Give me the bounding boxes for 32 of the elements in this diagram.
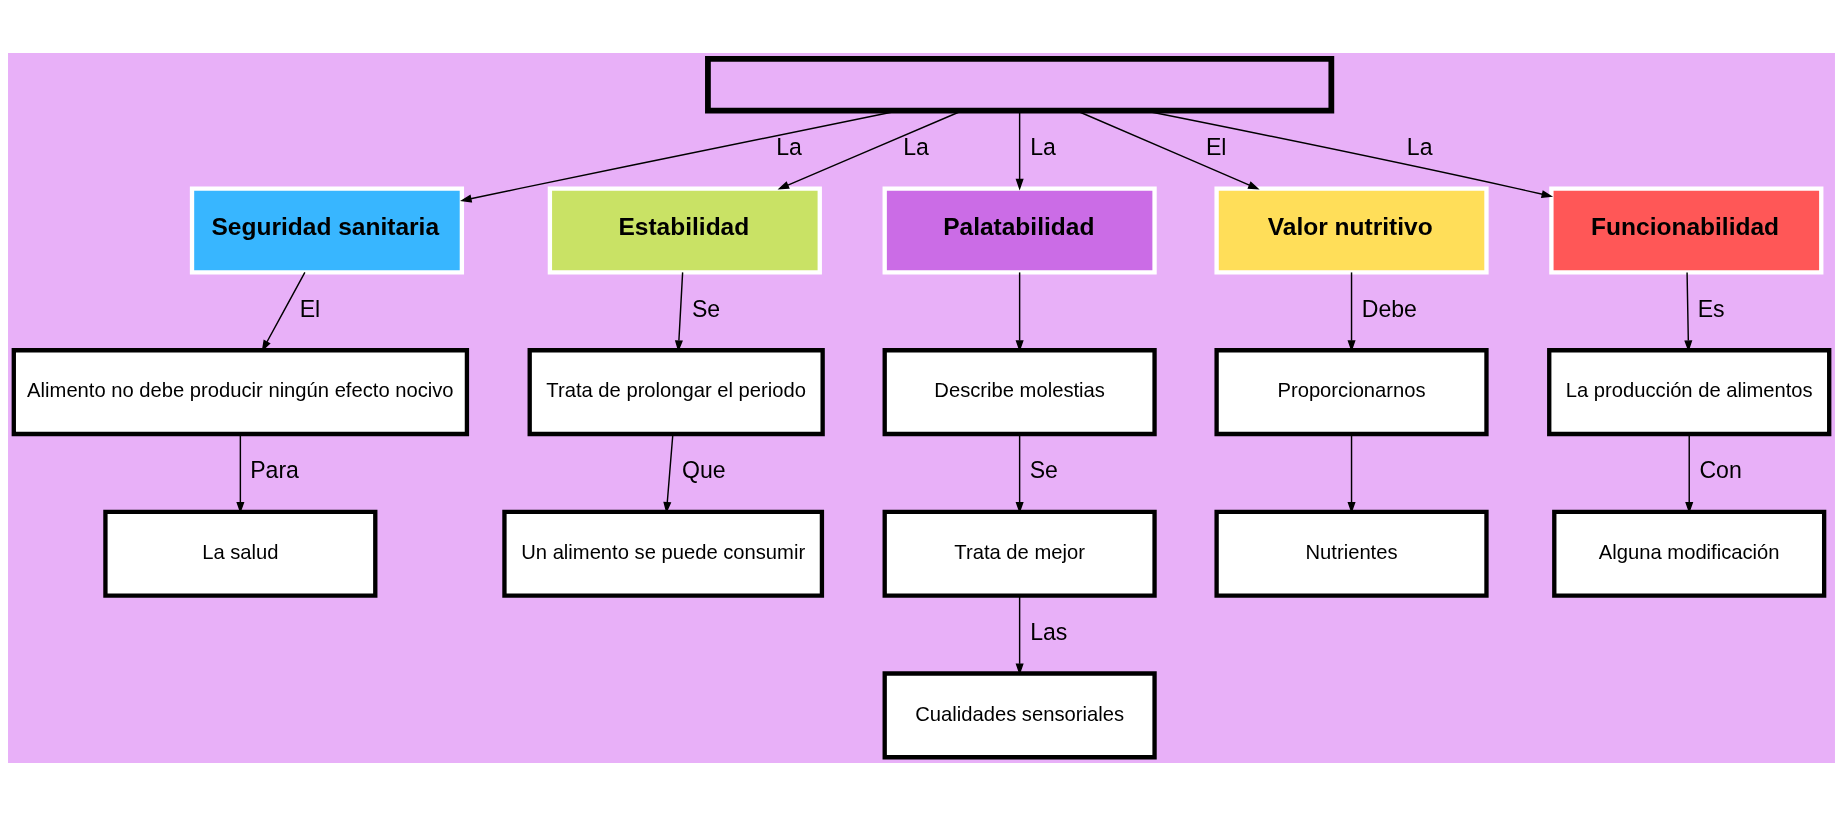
node-box: Estabilidad (547, 186, 822, 274)
node-box: Cualidades sensoriales (882, 670, 1157, 759)
edge-label: Se (1029, 456, 1058, 483)
edge-label: Se (691, 295, 721, 322)
edge-label: Es (1697, 295, 1725, 322)
node-box: Proporcionarnos (1214, 347, 1489, 436)
node-box: Trata de prolongar el periodo (527, 347, 825, 436)
node-box: Trata de mejor (882, 509, 1157, 598)
edge-label: Con (1699, 456, 1742, 483)
node-box: Alguna modificación (1552, 509, 1827, 598)
arrow (1015, 594, 1024, 675)
node-box: Palatabilidad (882, 186, 1157, 274)
node-box: Nutrientes (1214, 509, 1489, 598)
node-box: Un alimento se puede consumir (502, 509, 825, 598)
edge-label: Las (1030, 618, 1068, 645)
edge-label: El (299, 295, 321, 322)
edge-label: Debe (1361, 295, 1417, 322)
node-box: Seguridad sanitaria (189, 186, 465, 274)
edge-label: La (776, 133, 802, 160)
edge-label: La (903, 133, 929, 160)
node-box: Alimento no debe producir ningún efecto nocivo (11, 347, 470, 436)
edge-label: Que (682, 456, 726, 483)
node-box: La salud (103, 509, 378, 598)
edge-label: Para (250, 456, 299, 483)
edge-label: El (1205, 133, 1227, 160)
edge-label: La (1406, 133, 1433, 160)
node-box (705, 55, 1335, 114)
node-box: La producción de alimentos (1547, 347, 1832, 436)
node-box: Funcionabilidad (1549, 186, 1824, 274)
node-box: Describe molestias (882, 347, 1157, 436)
node-box: Valor nutritivo (1214, 186, 1489, 274)
edge-label: La (1030, 133, 1056, 160)
